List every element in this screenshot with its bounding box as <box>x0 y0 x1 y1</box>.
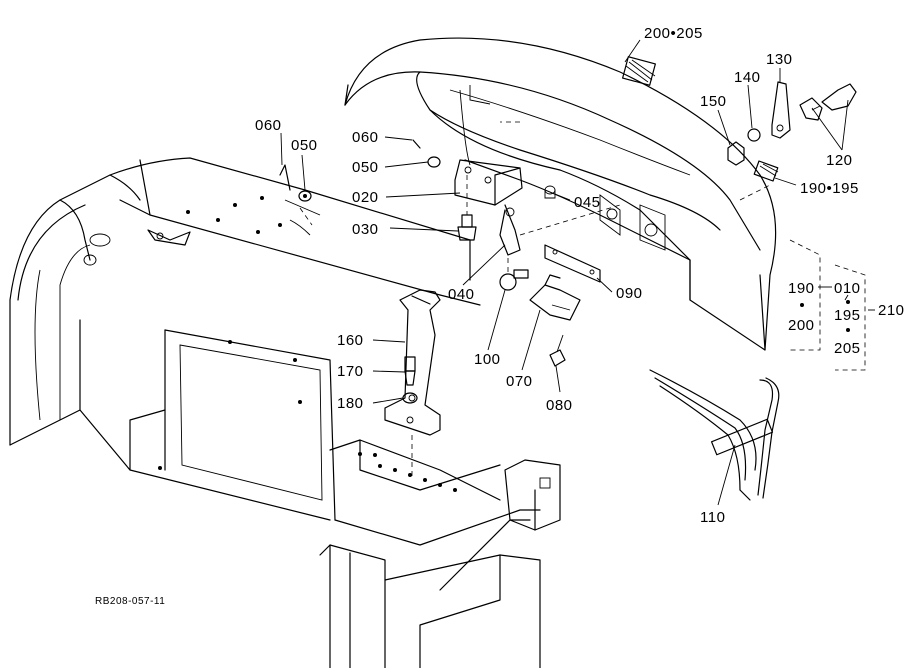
callout-110: 110 <box>700 509 725 526</box>
callout-010: 010 <box>834 280 861 297</box>
callout-210: 210 <box>878 302 905 319</box>
callout-080: 080 <box>546 397 573 414</box>
callout-050-left: 050 <box>291 137 318 154</box>
lamp-parts-right <box>727 81 857 182</box>
callout-170: 170 <box>337 363 364 380</box>
drawing-code: RB208-057-11 <box>95 596 165 607</box>
callout-130: 130 <box>766 51 793 68</box>
callout-160: 160 <box>337 332 364 349</box>
callout-200: 200 <box>788 317 815 334</box>
callout-dot-190 <box>800 303 804 307</box>
callout-dot-010 <box>846 300 850 304</box>
callout-190-195: 190•195 <box>800 180 859 197</box>
bracket-160 <box>384 289 441 480</box>
callout-200-205: 200•205 <box>644 25 703 42</box>
callout-045: 045 <box>574 194 601 211</box>
callout-040: 040 <box>448 286 475 303</box>
callout-050-mid: 050 <box>352 159 379 176</box>
left-mount-parts <box>279 164 321 236</box>
callout-030: 030 <box>352 221 379 238</box>
callout-060-left: 060 <box>255 117 282 134</box>
fender <box>344 37 777 351</box>
callout-190: 190 <box>788 280 815 297</box>
bracket-assembly <box>454 159 621 367</box>
callout-120: 120 <box>826 152 853 169</box>
callout-090: 090 <box>616 285 643 302</box>
tractor-body <box>9 157 561 668</box>
callout-140: 140 <box>734 69 761 86</box>
callout-150: 150 <box>700 93 727 110</box>
leader-lines <box>280 39 875 506</box>
callout-dot-195 <box>846 328 850 332</box>
wiring-harness <box>649 369 780 501</box>
callout-100: 100 <box>474 351 501 368</box>
callout-070: 070 <box>506 373 533 390</box>
callout-180: 180 <box>337 395 364 412</box>
callout-labels: 200•205 130 140 150 120 190•195 060 050 … <box>95 25 905 607</box>
callout-205: 205 <box>834 340 861 357</box>
callout-060-mid: 060 <box>352 129 379 146</box>
callout-020: 020 <box>352 189 379 206</box>
callout-195: 195 <box>834 307 861 324</box>
